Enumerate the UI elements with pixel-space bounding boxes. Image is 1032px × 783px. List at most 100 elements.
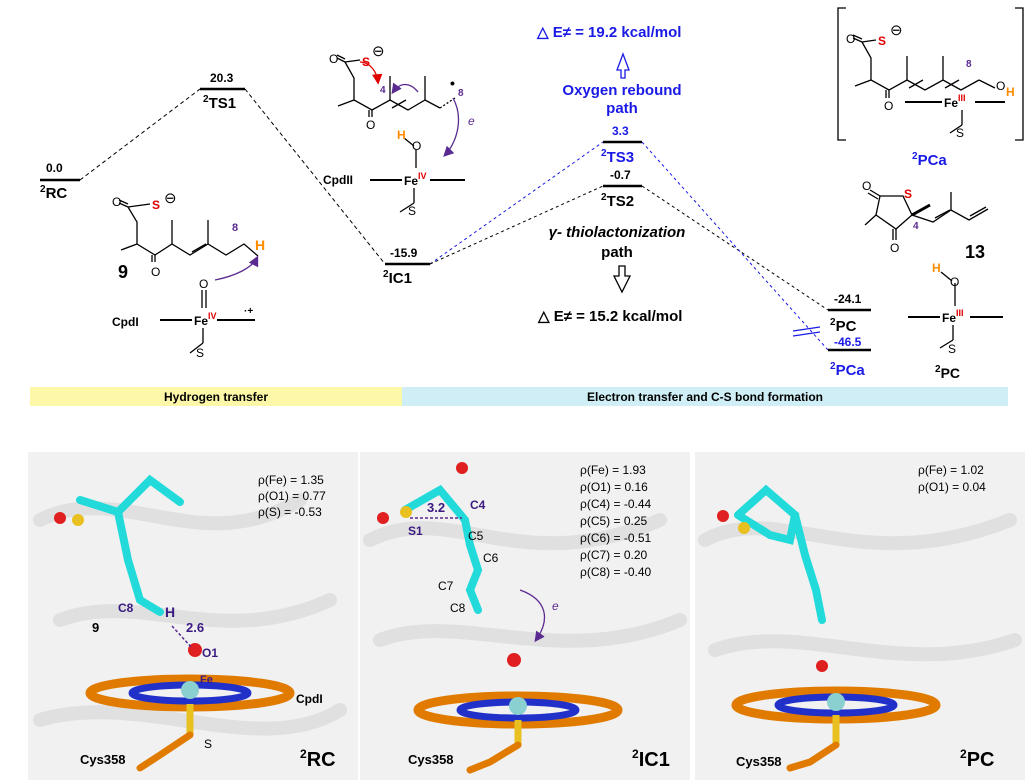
- state-ts2: 2TS2: [601, 192, 634, 210]
- ic1-spin-4: ρ(C6) = -0.51: [580, 531, 652, 545]
- structure-13-pc: [864, 189, 1003, 349]
- fe-label-cpdII: FeIV: [404, 171, 427, 188]
- electron-transfer-arrow: [443, 97, 460, 157]
- o-label-pc: O: [950, 275, 959, 289]
- ic1-spin-3: ρ(C5) = 0.25: [580, 514, 648, 528]
- ic1-label-c6: C6: [483, 551, 499, 565]
- path-rebound-line1: Oxygen rebound: [562, 82, 681, 99]
- energy-ts2: -0.7: [610, 168, 631, 182]
- connector-ic1-ts3: [429, 141, 604, 265]
- locant-8-rad: 8: [458, 88, 464, 99]
- barrier-thiolactonization: △ E≠ = 15.2 kcal/mol: [537, 308, 682, 325]
- rc-label-o1: O1: [202, 646, 218, 660]
- ic1-spin-0: ρ(Fe) = 1.93: [580, 463, 646, 477]
- energy-ts3: 3.3: [612, 124, 629, 138]
- rc-label-9: 9: [92, 620, 99, 635]
- h-label-cpdII: H: [397, 128, 406, 142]
- ic1-spin-6: ρ(C8) = -0.40: [580, 565, 652, 579]
- s-label-pca: S: [878, 34, 886, 48]
- bracket-left: [837, 7, 846, 141]
- connector-ts3-pca: [641, 141, 829, 351]
- up-arrow-icon: [616, 52, 630, 79]
- state-pc: 2PC: [830, 317, 857, 335]
- axis-break-2: [792, 331, 821, 337]
- panel-rc: ρ(Fe) = 1.35 ρ(O1) = 0.77 ρ(S) = -0.53 C…: [28, 452, 358, 780]
- s-label-fe-pca: S: [956, 126, 964, 140]
- ic1-panel-title: 2IC1: [632, 747, 670, 771]
- rc-label-dist: 2.6: [186, 620, 204, 635]
- ic1-label-c7: C7: [438, 579, 454, 593]
- state-ts1: 2TS1: [203, 94, 236, 112]
- radical-intermediate-model: [401, 484, 483, 614]
- state-ic1: 2IC1: [383, 269, 412, 287]
- structure-pca: [837, 7, 1024, 141]
- pc-label-cys: Cys358: [736, 754, 782, 769]
- h-label-9: H: [255, 237, 265, 253]
- fe-label-pc: FeIII: [942, 308, 964, 325]
- pca-title: 2PCa: [912, 151, 947, 169]
- rc-label-cys: Cys358: [80, 752, 126, 767]
- rc-label-cpdI: CpdI: [296, 692, 323, 706]
- h-label-pc: H: [932, 261, 941, 275]
- ic1-label-c8: C8: [450, 601, 466, 615]
- phase-bands: Hydrogen transfer Electron transfer and …: [30, 387, 1008, 406]
- band-left-label: Hydrogen transfer: [164, 390, 268, 404]
- co-9: [118, 202, 129, 208]
- radical-cation: ·+: [244, 306, 253, 317]
- connector-ts1-ic1: [244, 88, 386, 265]
- o-label-pcaa: O: [846, 32, 855, 46]
- energy-pc: -24.1: [834, 292, 862, 306]
- band-right-label: Electron transfer and C-S bond formation: [587, 390, 823, 404]
- o-label-cpdII: O: [412, 139, 421, 153]
- s-label-13: S: [904, 187, 912, 201]
- ic1-spin-5: ρ(C7) = 0.20: [580, 548, 648, 562]
- o-label-cpdI: O: [199, 277, 208, 291]
- energy-profile: 0.0 20.3 -15.9 3.3 -0.7 -24.1 -46.5 2RC …: [40, 24, 871, 379]
- s-label-rad: S: [362, 55, 370, 69]
- profile-connectors: [79, 88, 829, 351]
- band-hydrogen-transfer: [30, 387, 402, 406]
- axis-break-1: [792, 326, 821, 332]
- o-label-pcac: O: [996, 79, 1005, 93]
- radical-dot: •: [450, 75, 455, 91]
- rc-spin-1: ρ(O1) = 0.77: [258, 489, 326, 503]
- rc-label-fe: Fe: [200, 674, 213, 686]
- ic1-label-e: e: [552, 599, 559, 613]
- connector-rc-ts1: [79, 88, 201, 181]
- rc-label-s: S: [204, 737, 212, 751]
- cpdII-label: CpdII: [323, 173, 353, 187]
- h-label-pca: H: [1006, 85, 1015, 99]
- state-rc: 2RC: [40, 184, 67, 202]
- pc-spin-1: ρ(O1) = 0.04: [918, 480, 986, 494]
- locant-4-rad: 4: [380, 85, 386, 96]
- rc-label-h: H: [165, 604, 175, 620]
- substrate-9-model: [76, 496, 164, 616]
- o-label-radb: O: [366, 118, 375, 132]
- fe-label-pca: FeIII: [944, 93, 966, 110]
- ic1-spin-1: ρ(O1) = 0.16: [580, 480, 648, 494]
- ic1-label-c4: C4: [470, 498, 486, 512]
- connector-ic1-ts2: [429, 185, 604, 265]
- s-label-cpdII: S: [408, 204, 416, 218]
- fe-label-cpdI: FeIV: [194, 311, 217, 328]
- o-label-13b: O: [890, 241, 899, 255]
- structure-9-cpdI: [118, 199, 259, 354]
- ic1-label-cys: Cys358: [408, 752, 454, 767]
- structure-radical-cpdII: [336, 54, 465, 213]
- path-thiol-line1: γ- thiolactonization: [549, 224, 686, 241]
- energy-ts1: 20.3: [210, 71, 234, 85]
- rc-spin-0: ρ(Fe) = 1.35: [258, 473, 324, 487]
- o-label-pcab: O: [884, 99, 893, 113]
- panel-ic1: ρ(Fe) = 1.93 ρ(O1) = 0.16 ρ(C4) = -0.44 …: [360, 452, 690, 780]
- minus-rad: ⊖: [372, 43, 385, 60]
- down-arrow-icon: [612, 265, 632, 294]
- band-electron-transfer: [402, 387, 1008, 406]
- o-label-13a: O: [862, 179, 871, 193]
- locant-4-13: 4: [913, 221, 919, 232]
- pc-panel-title: 2PC: [960, 747, 994, 771]
- path-thiol-line2: path: [601, 244, 633, 261]
- energy-rc: 0.0: [46, 161, 63, 175]
- barrier-rebound: △ E≠ = 19.2 kcal/mol: [536, 24, 681, 41]
- s-label-9: S: [152, 198, 160, 212]
